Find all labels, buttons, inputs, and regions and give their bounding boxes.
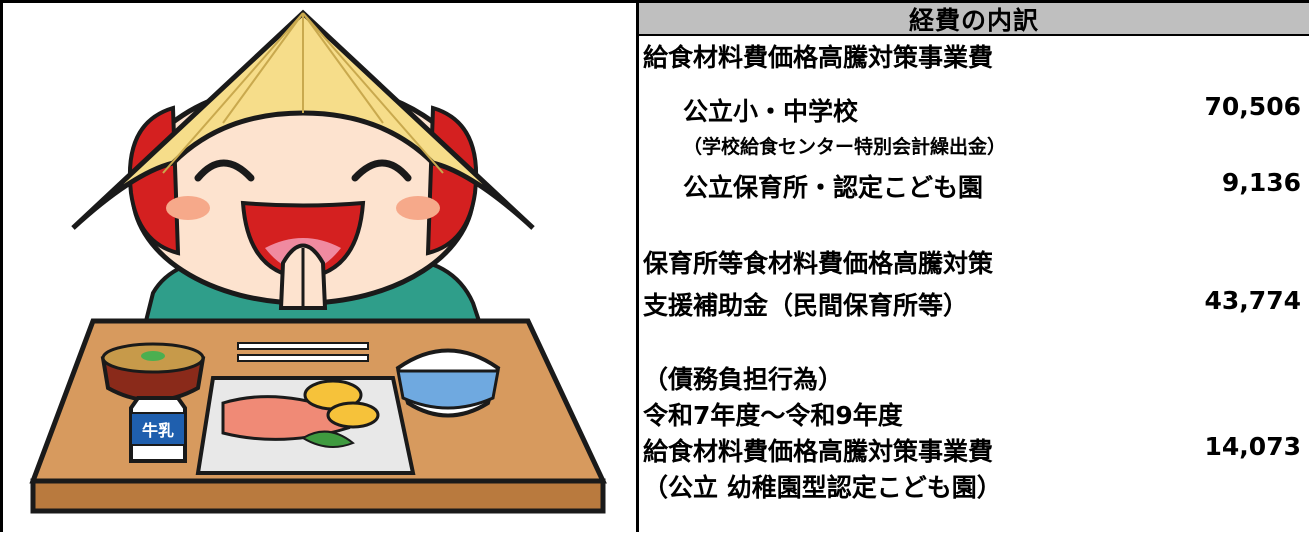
milk-carton-label: 牛乳 [142,421,174,440]
cost-breakdown-list: 給食材料費価格高騰対策事業費 公立小・中学校 70,506 （学校給食センター特… [643,43,1301,502]
cost-breakdown-header: 経費の内訳 [639,3,1309,36]
school-lunch-illustration: 牛乳 [3,3,636,532]
column-divider [636,0,639,532]
header-title: 経費の内訳 [908,5,1039,35]
mascot-eating-lunch-image: 牛乳 [29,9,607,514]
